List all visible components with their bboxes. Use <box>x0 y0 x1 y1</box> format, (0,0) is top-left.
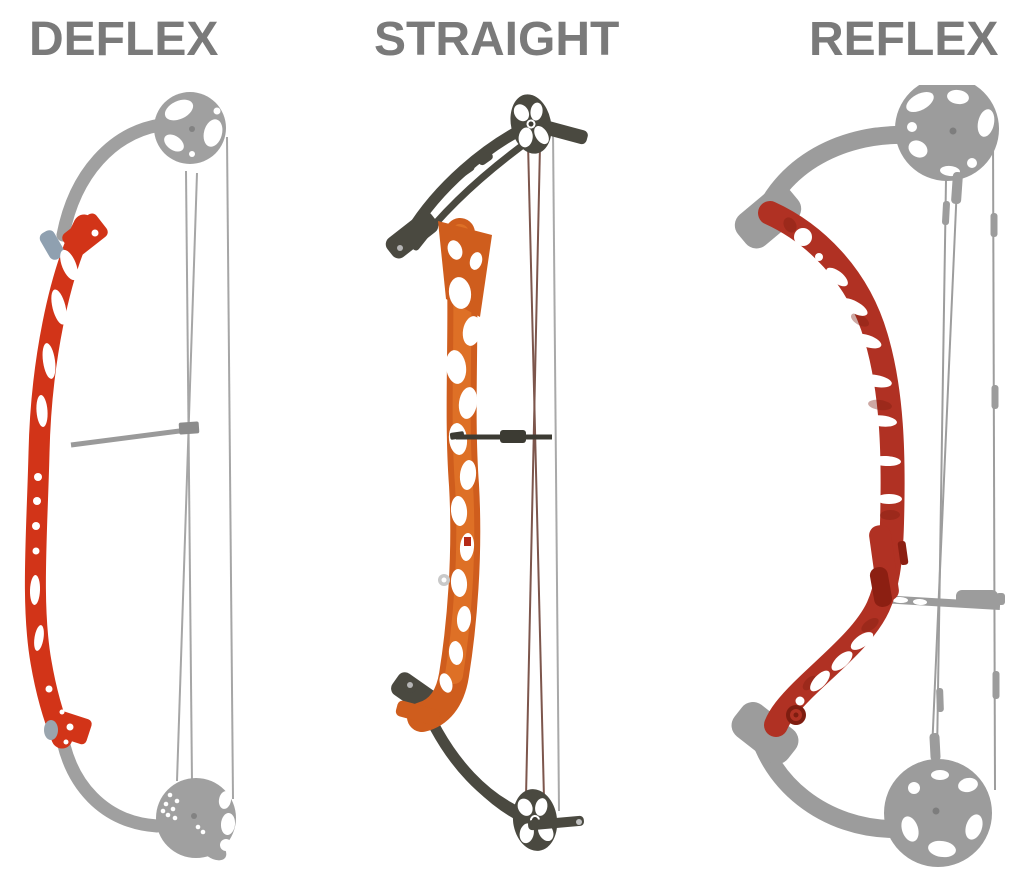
reflex-bottom-cam <box>884 732 992 867</box>
reflex-strings <box>931 132 1000 791</box>
straight-arrow-rest-bar <box>449 430 552 443</box>
deflex-top-cam <box>154 92 226 164</box>
deflex-bottom-cam <box>156 778 236 861</box>
reflex-riser <box>758 201 909 737</box>
deflex-bow-illustration <box>24 92 236 861</box>
deflex-riser-cutouts <box>29 229 106 745</box>
straight-top-limb <box>385 119 588 259</box>
straight-top-cam <box>510 94 552 154</box>
deflex-heading: DEFLEX <box>29 13 219 66</box>
straight-heading: STRAIGHT <box>374 13 620 66</box>
straight-bottom-cam <box>512 789 584 851</box>
deflex-stabilizer-rod <box>70 421 200 448</box>
reflex-cable-guard-rod <box>879 590 1005 610</box>
reflex-bow-illustration <box>731 85 1005 867</box>
straight-riser <box>395 218 492 732</box>
reflex-heading: REFLEX <box>809 13 999 66</box>
deflex-strings <box>176 136 234 800</box>
deflex-riser <box>24 213 108 749</box>
reflex-top-cam <box>895 85 999 205</box>
reflex-limb-bolt-badge <box>786 705 806 725</box>
straight-riser-cutouts <box>439 240 483 693</box>
straight-strings <box>525 129 560 812</box>
string-dampeners <box>936 200 1000 713</box>
reflex-riser-cutouts <box>794 228 902 706</box>
straight-bow-illustration <box>385 94 588 851</box>
